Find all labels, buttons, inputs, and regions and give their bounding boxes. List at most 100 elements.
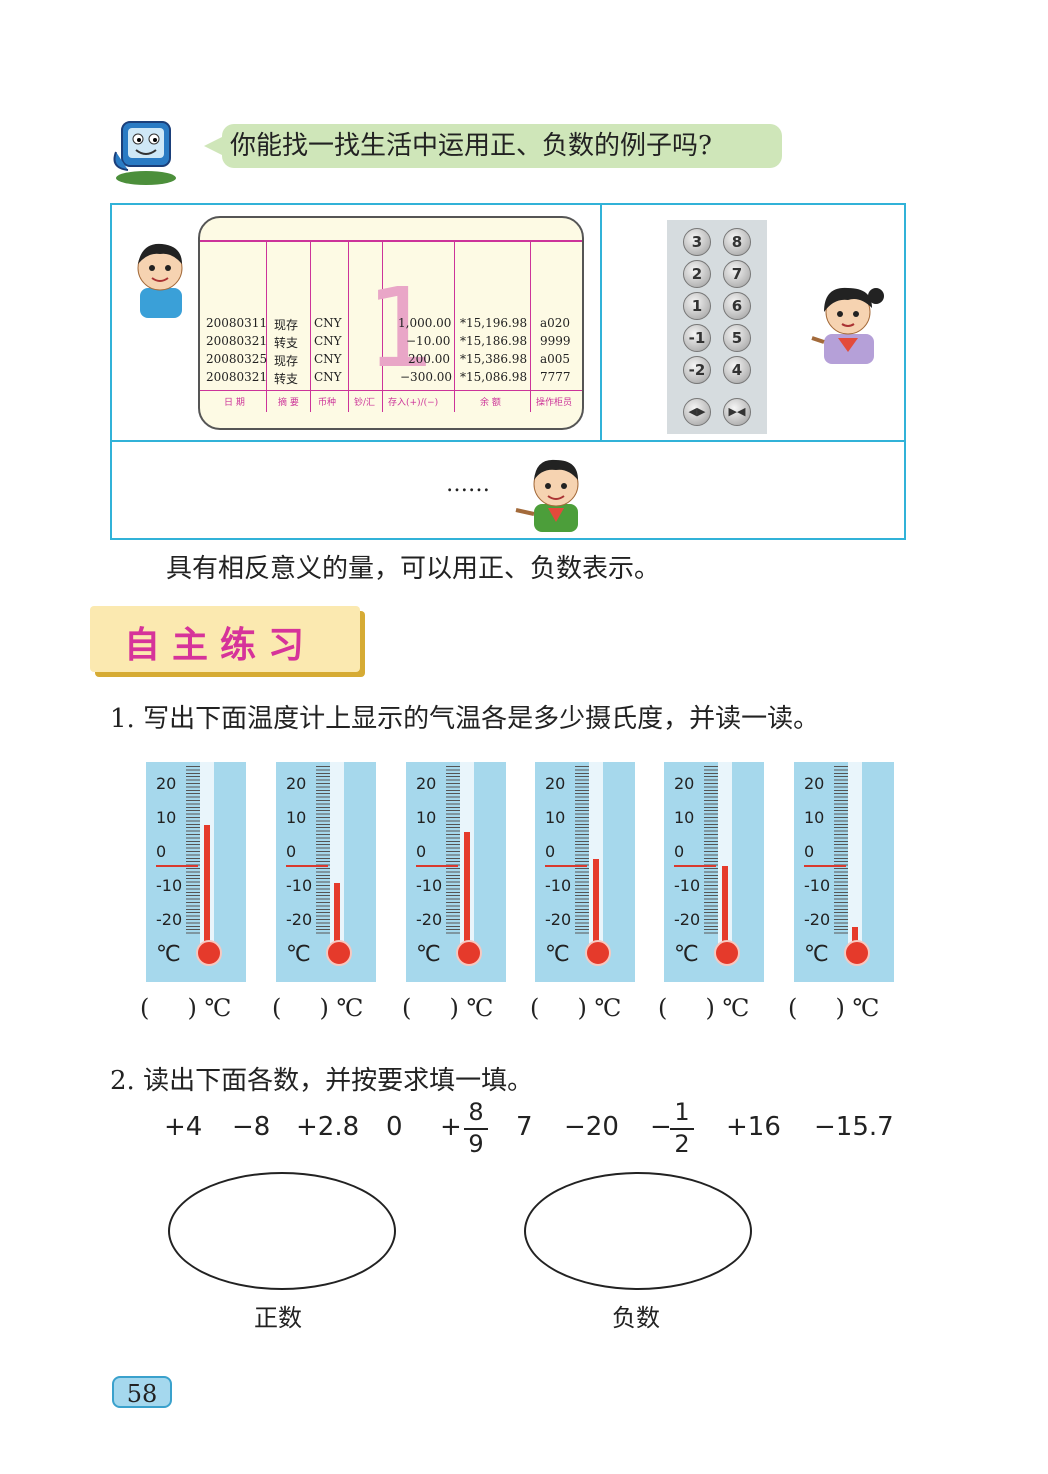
thermometer-bulb: [714, 940, 740, 966]
thermometer-scale-label: -10: [416, 876, 443, 895]
elevator-button: -2: [683, 356, 711, 384]
thermometer-tube: [330, 762, 344, 962]
number-item: +2.8: [296, 1112, 360, 1142]
thermometer-scale-label: -10: [804, 876, 831, 895]
thermometer-scale-label: 20: [156, 774, 177, 793]
girl-character-icon: [808, 278, 888, 364]
thermometer-scale-label: 20: [804, 774, 825, 793]
more-examples-ellipsis: ……: [446, 472, 490, 497]
thermometer-tube: [848, 762, 862, 962]
elevator-button: 8: [723, 228, 751, 256]
question-2: 2. 读出下面各数，并按要求填一填。: [110, 1066, 534, 1096]
thermometer-scale-label: -20: [156, 910, 183, 929]
number-item: 0: [386, 1112, 403, 1142]
question-1: 1. 写出下面温度计上显示的气温各是多少摄氏度，并读一读。: [110, 704, 820, 734]
door-open-icon: ◀▶: [683, 398, 711, 426]
answer-blank[interactable]: ( ) ℃: [788, 994, 880, 1022]
positive-set-ellipse[interactable]: [168, 1172, 396, 1290]
fraction-numerator: 8: [468, 1098, 484, 1126]
number-item: −15.7: [814, 1112, 894, 1142]
celsius-unit: ℃: [156, 942, 181, 967]
thermometer-scale-label: 10: [286, 808, 307, 827]
thermometer-scale-label: -20: [545, 910, 572, 929]
thermometer-scale-label: 10: [804, 808, 825, 827]
mercury-column: [722, 866, 728, 952]
negative-set-ellipse[interactable]: [524, 1172, 752, 1290]
answer-blank[interactable]: ( ) ℃: [272, 994, 364, 1022]
speech-bubble-tail: [204, 136, 224, 156]
zero-line: [674, 865, 716, 867]
elevator-button: 7: [723, 260, 751, 288]
answer-blank[interactable]: ( ) ℃: [402, 994, 494, 1022]
answer-blank[interactable]: ( ) ℃: [658, 994, 750, 1022]
zero-line: [156, 865, 198, 867]
thermometer-scale-label: 20: [416, 774, 437, 793]
number-item-sign: −: [650, 1112, 672, 1142]
fraction-denominator: 2: [674, 1130, 690, 1158]
thermometer-bulb: [326, 940, 352, 966]
number-item: −8: [232, 1112, 271, 1142]
fraction-bar: [670, 1128, 694, 1130]
section-header: 自主练习: [90, 606, 360, 672]
elevator-button: -1: [683, 324, 711, 352]
thermometer-bulb: [456, 940, 482, 966]
elevator-panel: 3 8 2 7 1 6 -1 5 -2 4 ◀▶ ▶◀: [667, 220, 767, 434]
answer-blank[interactable]: ( ) ℃: [530, 994, 622, 1022]
thermometer-scale-label: 0: [156, 842, 167, 861]
number-item-sign: +: [440, 1112, 462, 1142]
zero-line: [286, 865, 328, 867]
mercury-column: [464, 832, 470, 952]
passbook-header: 日 期 摘 要 币种 钞/汇 存入(+)/(−) 余 额 操作柜员: [200, 390, 582, 413]
thermometer-scale-label: 20: [286, 774, 307, 793]
thermometer-scale-label: 0: [416, 842, 427, 861]
number-item: 7: [516, 1112, 533, 1142]
negative-set-label: 负数: [612, 1304, 660, 1332]
mercury-column: [334, 883, 340, 952]
frame-divider-vertical: [600, 203, 602, 441]
thermometer-scale-label: -20: [674, 910, 701, 929]
passbook-watermark: 1: [366, 264, 436, 392]
thermometer-scale-label: 10: [674, 808, 695, 827]
speech-bubble: 你能找一找生活中运用正、负数的例子吗?: [222, 124, 782, 168]
thermometer-ticks: [186, 766, 200, 936]
number-item: +4: [164, 1112, 203, 1142]
mercury-column: [852, 927, 858, 952]
zero-line: [804, 865, 846, 867]
computer-mascot-icon: [108, 112, 188, 186]
mercury-column: [593, 859, 599, 952]
thermometer-scale-label: 0: [545, 842, 556, 861]
fraction-denominator: 9: [468, 1130, 484, 1158]
celsius-unit: ℃: [286, 942, 311, 967]
frame-divider-horizontal: [110, 440, 906, 442]
celsius-unit: ℃: [804, 942, 829, 967]
conclusion-text: 具有相反意义的量，可以用正、负数表示。: [166, 554, 661, 584]
thermometer-tube: [718, 762, 732, 962]
thermometer-ticks: [704, 766, 718, 936]
number-item: +16: [726, 1112, 781, 1142]
thermometer-scale-label: 0: [804, 842, 815, 861]
thermometer-bulb: [844, 940, 870, 966]
thermometer-ticks: [316, 766, 330, 936]
celsius-unit: ℃: [416, 942, 441, 967]
mercury-column: [204, 825, 210, 952]
positive-set-label: 正数: [254, 1304, 302, 1332]
thermometer-scale-label: -20: [416, 910, 443, 929]
elevator-button: 1: [683, 292, 711, 320]
thermometer-scale-label: -20: [286, 910, 313, 929]
thermometer-scale-label: -10: [545, 876, 572, 895]
page-number: 58: [112, 1376, 172, 1408]
thermometer-ticks: [446, 766, 460, 936]
thermometer-scale-label: 10: [545, 808, 566, 827]
answer-blank[interactable]: ( ) ℃: [140, 994, 232, 1022]
zero-line: [416, 865, 458, 867]
thermometer-bulb: [585, 940, 611, 966]
thermometer-scale-label: 0: [674, 842, 685, 861]
celsius-unit: ℃: [674, 942, 699, 967]
fraction-bar: [464, 1128, 488, 1130]
